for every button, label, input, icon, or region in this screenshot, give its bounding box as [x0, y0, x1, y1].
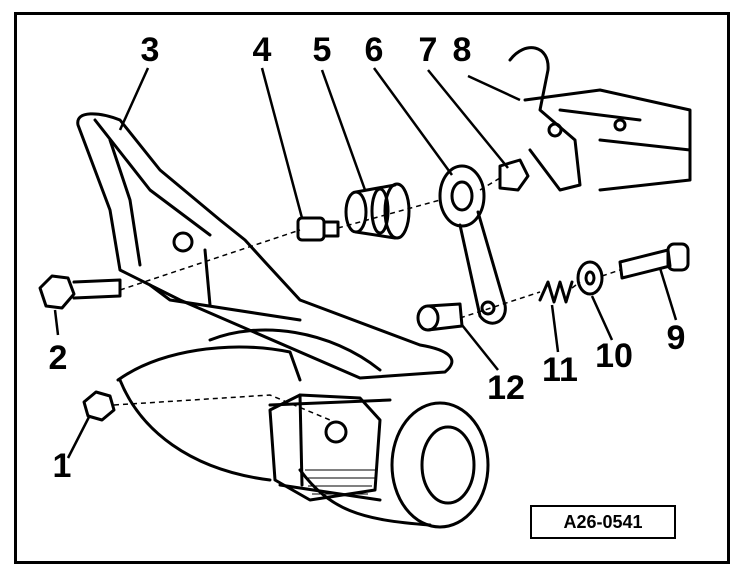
callout-5: 5	[312, 31, 332, 69]
callout-10: 10	[595, 337, 633, 375]
bracket-part-3	[76, 112, 454, 380]
callout-1: 1	[52, 447, 72, 485]
assembly-lines	[113, 177, 621, 421]
callout-12: 12	[487, 369, 525, 407]
nut-part-7	[498, 158, 530, 192]
bolt-part-2	[38, 274, 122, 310]
callout-8: 8	[452, 31, 472, 69]
pipe-clamp	[268, 393, 382, 502]
spacer-part-12	[416, 302, 464, 332]
callout-7: 7	[418, 31, 438, 69]
callout-6: 6	[364, 31, 384, 69]
diagram-frame	[14, 12, 730, 564]
callout-2: 2	[48, 339, 68, 377]
washer-part-10	[576, 260, 604, 296]
rubber-bushing-part-5	[344, 182, 411, 240]
nut-part-1	[82, 390, 116, 422]
callout-3: 3	[140, 31, 160, 69]
callout-11: 11	[542, 351, 578, 389]
spring-part-11	[538, 280, 574, 304]
bolt-part-4	[296, 216, 340, 242]
exhaust-pipe	[116, 328, 490, 529]
reference-code-box: A26-0541	[530, 505, 676, 539]
reference-code: A26-0541	[563, 511, 643, 532]
callout-9: 9	[666, 319, 686, 357]
clamp-hatching	[305, 469, 375, 495]
bolt-part-9	[618, 242, 690, 280]
callout-4: 4	[252, 31, 272, 69]
transmission-mount-part-8	[508, 46, 692, 192]
link-plate-part-6	[438, 164, 507, 325]
leader-lines	[53, 67, 678, 459]
